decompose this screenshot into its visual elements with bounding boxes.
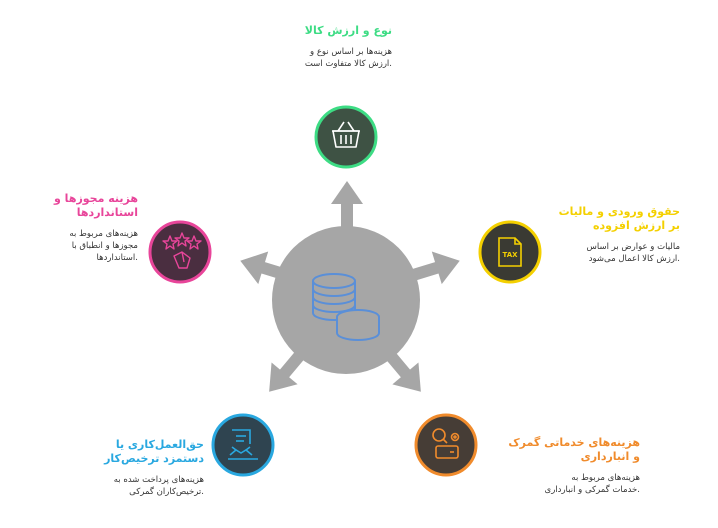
contract-handshake-icon (228, 429, 258, 460)
node-description: هزینه‌ها بر اساس نوع و .ارزش کالا متفاوت… (304, 47, 392, 69)
label-import-duties-vat: حقوق ورودی و مالیات بر ارزش افزوده مالیا… (556, 205, 680, 265)
coins-icon (312, 273, 380, 341)
node-goods-type-value (314, 105, 378, 169)
node-customs-warehouse-costs (414, 413, 478, 477)
node-broker-fees (211, 413, 275, 477)
node-title: نوع و ارزش کالا (304, 24, 392, 37)
node-description: مالیات و عوارض بر اساس .ارزش کالا اعمال … (586, 242, 680, 264)
hub-circle (272, 226, 420, 374)
node-description: هزینه‌های مربوط به .خدمات گمرکی و انبارد… (544, 473, 640, 495)
tax-document-icon: TAX (498, 237, 522, 267)
label-customs-warehouse-costs: هزینه‌های خدماتی گمرک و انبارداری هزینه‌… (490, 436, 640, 496)
node-import-duties-vat: TAX (478, 220, 542, 284)
node-title: هزینه‌های خدماتی گمرک و انبارداری (508, 436, 640, 463)
svg-text:TAX: TAX (502, 251, 518, 259)
node-title: حقوق ورودی و مالیات بر ارزش افزوده (558, 205, 680, 232)
node-permits-standards (148, 220, 212, 284)
stars-award-icon (162, 232, 202, 269)
label-goods-type-value: نوع و ارزش کالا هزینه‌ها بر اساس نوع و .… (256, 24, 392, 70)
node-description: هزینه‌های پرداخت شده به .ترخیص‌کاران گمر… (113, 475, 204, 497)
node-description: هزینه‌های مربوط به مجوزها و انطباق با .ا… (69, 229, 138, 263)
label-permits-standards: هزینه مجوزها و استانداردها هزینه‌های مرب… (20, 192, 138, 264)
basket-icon (332, 121, 360, 148)
search-settings-wallet-icon (432, 428, 460, 459)
node-title: حق‌العمل‌کاری یا دستمزد ترخیص‌کار (104, 438, 204, 465)
label-broker-fees: حق‌العمل‌کاری یا دستمزد ترخیص‌کار هزینه‌… (56, 438, 204, 498)
node-title: هزینه مجوزها و استانداردها (54, 192, 138, 219)
